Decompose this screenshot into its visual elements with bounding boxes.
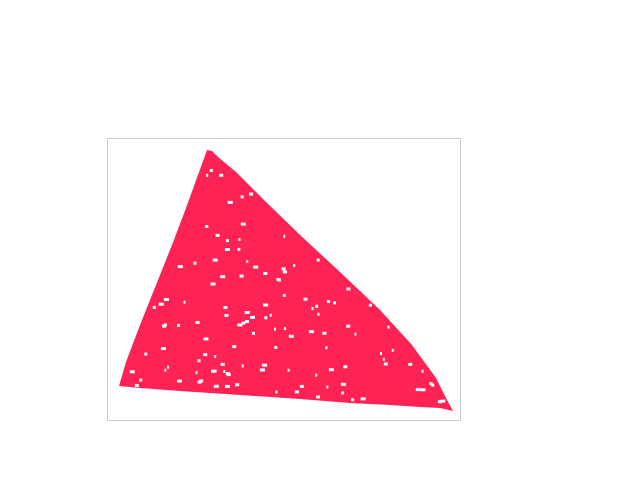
drawing-canvas[interactable] xyxy=(107,138,461,421)
